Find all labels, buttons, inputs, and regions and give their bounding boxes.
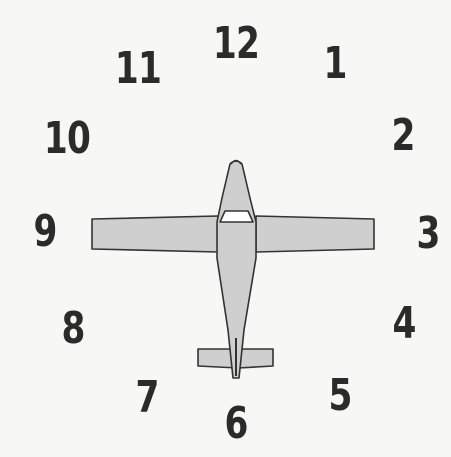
airplane-windshield bbox=[220, 211, 253, 222]
airplane-left-wing bbox=[92, 216, 218, 252]
airplane-right-wing bbox=[256, 216, 374, 252]
